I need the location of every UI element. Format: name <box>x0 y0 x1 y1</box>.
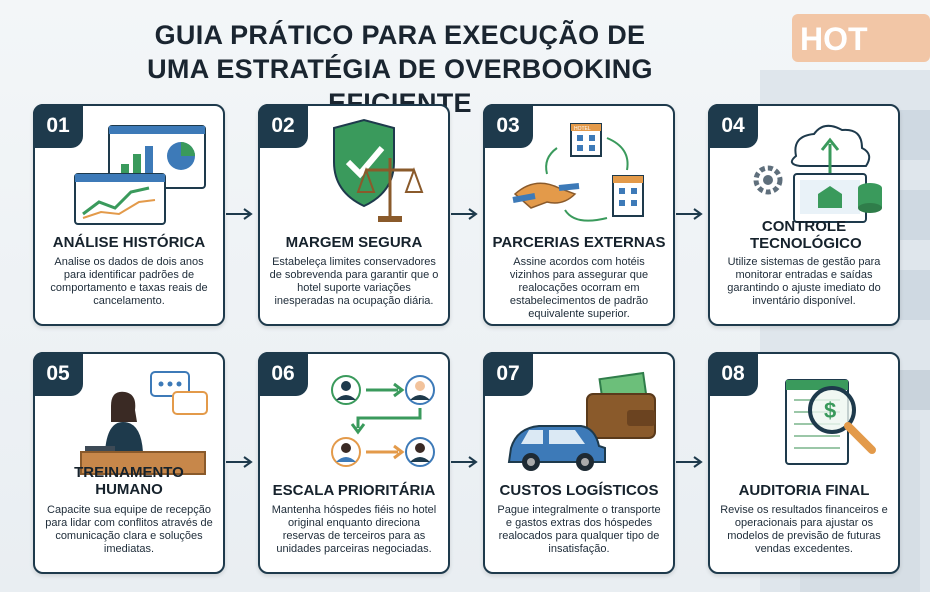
step-description: Capacite sua equipe de recepção para lid… <box>45 504 213 555</box>
svg-text:$: $ <box>824 398 836 423</box>
handshake-hotels-icon: HOTEL <box>512 123 644 222</box>
step-title: PARCERIAS EXTERNAS <box>492 234 666 251</box>
step-description: Pague integralmente o transporte e gasto… <box>497 504 661 555</box>
priority-guests-icon <box>331 375 435 467</box>
step-description: Assine acordos com hotéis vizinhos para … <box>509 256 649 320</box>
page-title: GUIA PRÁTICO PARA EXECUÇÃO DE UMA ESTRAT… <box>147 20 653 118</box>
step-number: 07 <box>483 352 533 396</box>
arrow-right-icon <box>676 456 703 468</box>
step-title: TREINAMENTO HUMANO <box>74 464 184 498</box>
step-description: Estabeleça limites conservadores de sobr… <box>269 256 439 307</box>
step-number: 03 <box>483 104 533 148</box>
step-number: 02 <box>258 104 308 148</box>
step-description: Revise os resultados financeiros e opera… <box>720 504 888 555</box>
step-description: Utilize sistemas de gestão para monitora… <box>727 256 881 307</box>
step-card-01: ANÁLISE HISTÓRICA Analise os dados de do… <box>33 104 225 326</box>
step-title: ANÁLISE HISTÓRICA <box>52 234 206 251</box>
step-number: 01 <box>33 104 83 148</box>
step-title: CUSTOS LOGÍSTICOS <box>499 482 659 499</box>
step-card-03: HOTEL PARCERIAS EXTERNAS Assine acordos … <box>483 104 675 326</box>
step-title: CONTROLE TECNOLÓGICO <box>750 218 862 252</box>
arrow-right-icon <box>451 208 478 220</box>
step-card-04: CONTROLE TECNOLÓGICO Utilize sistemas de… <box>708 104 900 326</box>
step-number: 08 <box>708 352 758 396</box>
shield-scale-icon <box>333 118 424 222</box>
step-title: ESCALA PRIORITÁRIA <box>272 482 436 499</box>
hotel-sign-text: HOT <box>800 21 868 57</box>
step-number: 05 <box>33 352 83 396</box>
step-description: Analise os dados de dois anos para ident… <box>50 256 208 307</box>
receptionist-icon <box>80 371 208 475</box>
step-title: AUDITORIA FINAL <box>738 482 870 499</box>
cloud-system-icon <box>753 124 882 223</box>
step-card-05: TREINAMENTO HUMANO Capacite sua equipe d… <box>33 352 225 574</box>
step-title: MARGEM SEGURA <box>285 234 423 251</box>
arrow-right-icon <box>451 456 478 468</box>
analytics-charts-icon <box>74 125 206 225</box>
step-description: Mantenha hóspedes fiéis no hotel origina… <box>271 504 437 555</box>
hotel-label: HOTEL <box>574 126 591 132</box>
step-number: 04 <box>708 104 758 148</box>
step-card-02: MARGEM SEGURA Estabeleça limites conserv… <box>258 104 450 326</box>
step-card-08: $ AUDITORIA FINAL Revise os resultados f… <box>708 352 900 574</box>
arrow-right-icon <box>676 208 703 220</box>
car-wallet-icon <box>507 371 656 471</box>
arrow-right-icon <box>226 456 253 468</box>
audit-magnifier-icon: $ <box>785 379 876 465</box>
arrow-right-icon <box>226 208 253 220</box>
step-number: 06 <box>258 352 308 396</box>
